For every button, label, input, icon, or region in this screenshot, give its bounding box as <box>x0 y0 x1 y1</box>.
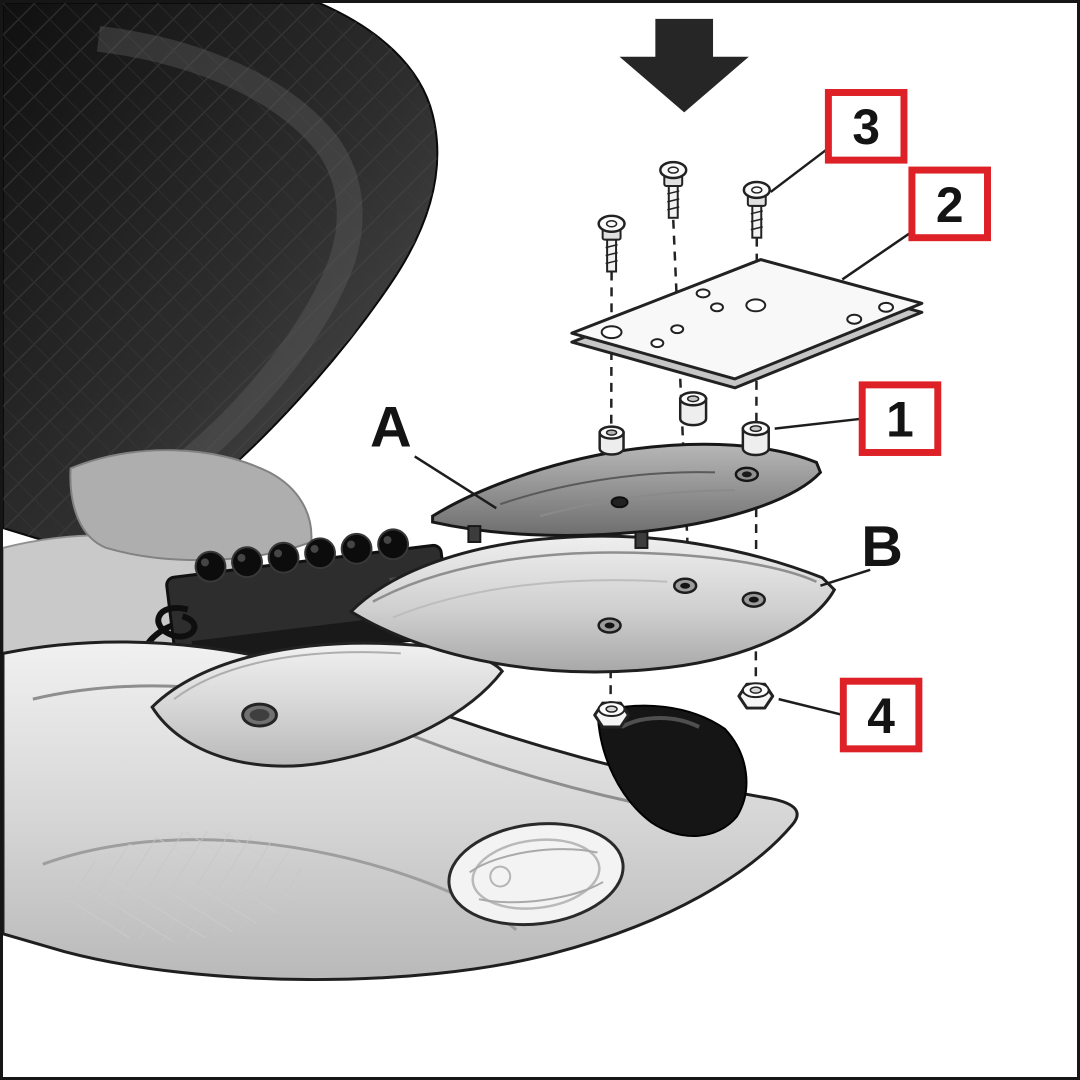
grab-rail-body <box>150 641 505 768</box>
callout-1-label: 1 <box>886 392 914 448</box>
leader-line-b <box>820 568 871 587</box>
rack-base-highlight <box>392 579 668 619</box>
rack-base-edge-line <box>372 551 817 603</box>
mounting-plate-face <box>570 258 924 381</box>
grab-rail <box>150 641 505 768</box>
bracket-a-plate <box>431 442 823 537</box>
mounting-screw <box>742 180 771 239</box>
callout-1: 1 <box>858 381 942 456</box>
bracket-a-ridge <box>539 489 735 518</box>
mounting-plate-holes <box>600 288 895 349</box>
callout-3-label: 3 <box>852 99 880 155</box>
callout-4-box <box>839 677 923 753</box>
spacer-bushing <box>741 420 770 457</box>
connector-caps <box>194 528 410 583</box>
callout-2-box <box>908 166 991 242</box>
lock-nut <box>737 682 775 710</box>
bracket-a-tab <box>467 525 482 543</box>
tail-light-highlight <box>620 716 700 729</box>
rack-base-mounting-holes <box>597 577 766 634</box>
bracket-a <box>431 425 823 549</box>
callout-1-box <box>858 381 942 456</box>
callout-4: 4 <box>839 677 923 753</box>
bracket-a-bushing <box>598 425 625 456</box>
down-arrow-icon <box>619 18 749 113</box>
bracket-a-ridge <box>499 471 716 506</box>
lock-nut <box>593 701 630 729</box>
leader-line-1 <box>774 417 863 430</box>
leader-line-3 <box>769 147 830 193</box>
bracket-a-hole <box>610 496 629 509</box>
tail-light-lens <box>596 704 748 837</box>
leader-line-a <box>414 455 497 510</box>
turn-signal-lens <box>447 822 625 927</box>
rack-base-b <box>348 534 837 674</box>
assembly-diagram: A B 3 2 1 4 <box>3 3 1077 1077</box>
callout-3-box <box>824 89 908 164</box>
part-label-b: B <box>861 515 903 579</box>
part-label-a: A <box>370 396 412 460</box>
callout-3: 3 <box>824 89 908 164</box>
mounting-screw <box>659 160 688 219</box>
callout-2-label: 2 <box>936 177 964 233</box>
leader-line-4 <box>778 697 844 717</box>
grab-rail-hole-shadow <box>249 709 270 721</box>
mounting-screw <box>597 214 626 273</box>
spacer-bushing <box>678 391 708 427</box>
leader-line-2 <box>841 230 913 281</box>
wire-coil <box>155 605 198 640</box>
bracket-a-tab <box>634 531 649 549</box>
callout-4-label: 4 <box>867 688 895 744</box>
mounting-plate <box>570 258 924 390</box>
bracket-a-ring-hole-center <box>741 471 752 478</box>
cowl-texture-patch <box>70 831 304 941</box>
callout-2: 2 <box>908 166 991 242</box>
leader-lines <box>414 147 913 717</box>
grab-rail-highlight <box>173 651 401 700</box>
